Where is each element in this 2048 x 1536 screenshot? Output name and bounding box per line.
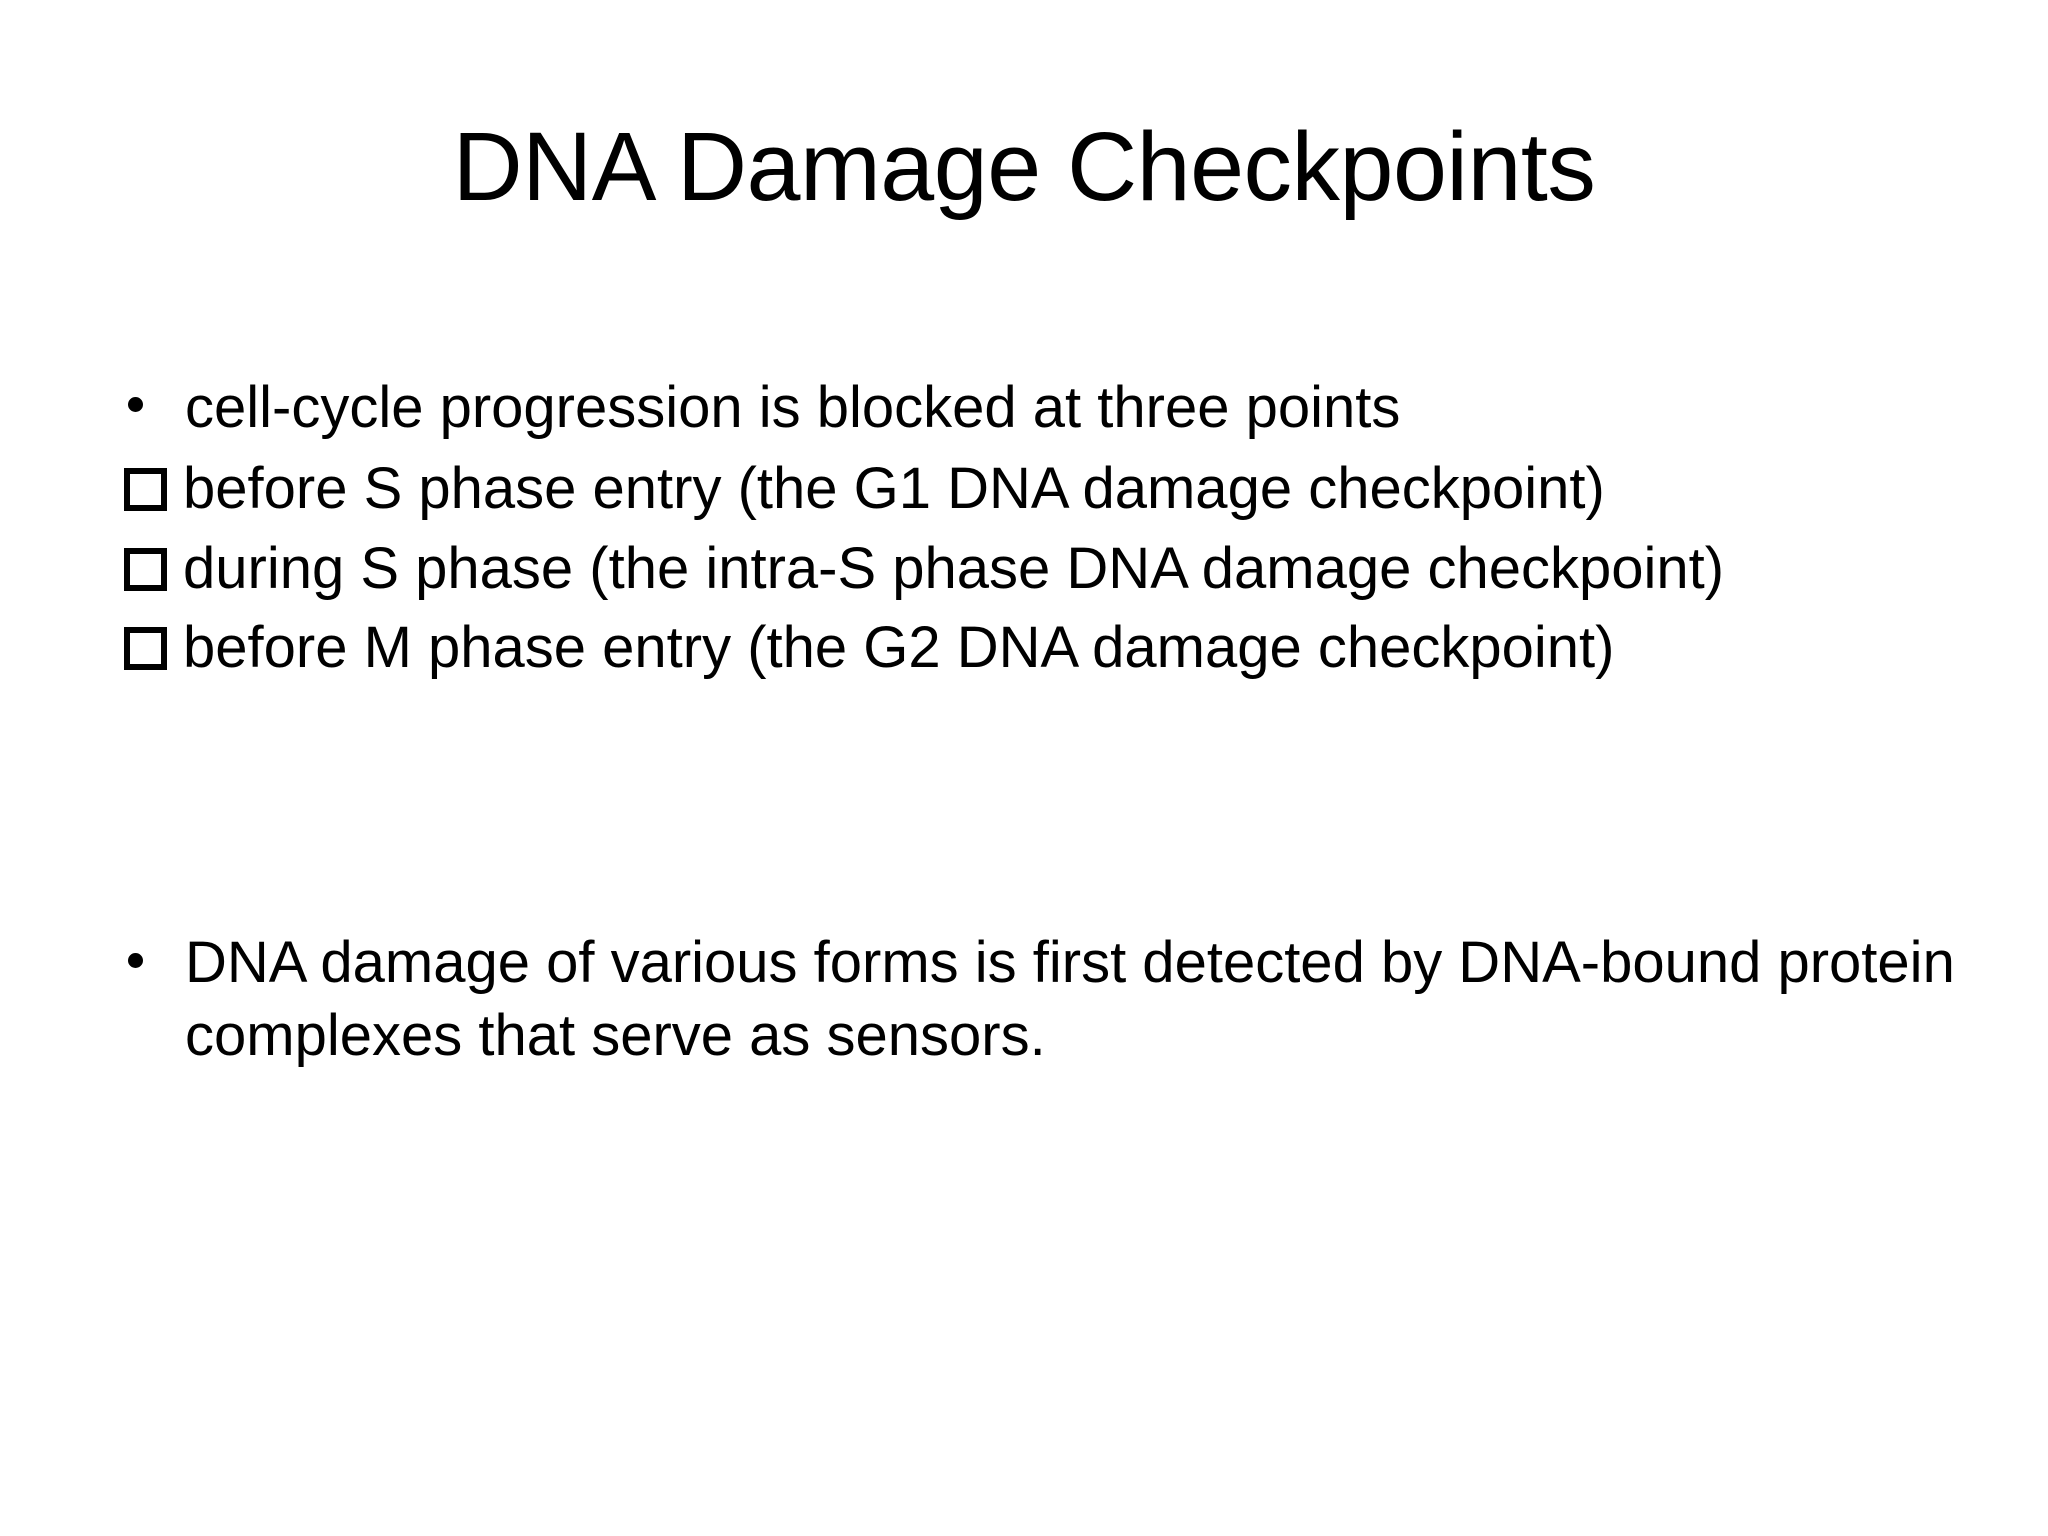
- square-bullet-icon: [110, 451, 183, 512]
- bullet-item-2: before S phase entry (the G1 DNA damage …: [110, 451, 1990, 526]
- bullet-item-1-text: cell-cycle progression is blocked at thr…: [185, 375, 1401, 440]
- bullet-item-3: during S phase (the intra-S phase DNA da…: [110, 531, 1990, 606]
- slide-body: cell-cycle progression is blocked at thr…: [110, 370, 1990, 1079]
- bullet-item-4-text: before M phase entry (the G2 DNA damage …: [183, 615, 1615, 681]
- bullet-item-4: before M phase entry (the G2 DNA damage …: [110, 610, 1990, 685]
- body-spacer: [110, 690, 1990, 926]
- title-block: DNA Damage Checkpoints: [0, 48, 2048, 287]
- square-bullet-icon: [110, 531, 183, 591]
- bullet-item-1: cell-cycle progression is blocked at thr…: [110, 370, 1990, 445]
- round-bullet-icon: [110, 926, 185, 996]
- bullet-item-5: DNA damage of various forms is first det…: [110, 926, 1990, 1073]
- square-bullet-icon: [110, 610, 183, 671]
- bullet-item-3-text: during S phase (the intra-S phase DNA da…: [183, 535, 1725, 601]
- round-bullet-icon: [110, 370, 185, 440]
- bullet-item-5-text: DNA damage of various forms is first det…: [185, 929, 1955, 1069]
- page-title: DNA Damage Checkpoints: [452, 111, 1596, 221]
- bullet-item-2-text: before S phase entry (the G1 DNA damage …: [183, 456, 1605, 522]
